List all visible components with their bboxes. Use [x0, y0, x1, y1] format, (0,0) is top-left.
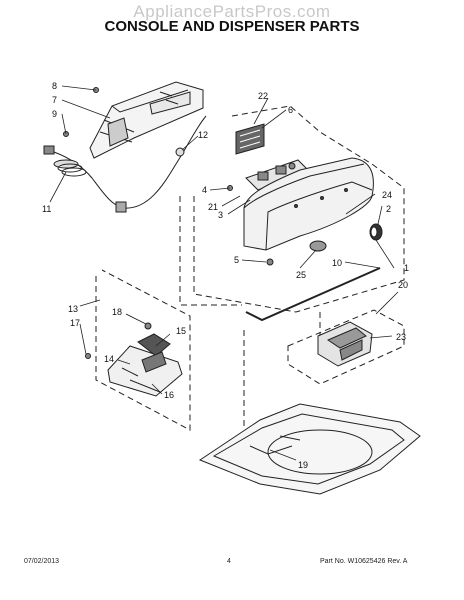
- callout-21: 21: [208, 202, 218, 212]
- watermark: AppliancePartsPros.com: [133, 2, 331, 21]
- console-housing: [243, 157, 374, 252]
- control-panel: [245, 159, 309, 191]
- callout-9: 9: [52, 109, 57, 119]
- callout-13: 13: [68, 304, 78, 314]
- footer-page-number: 4: [227, 558, 231, 565]
- callout-15: 15: [176, 326, 186, 336]
- footer-part-number: Part No. W10625426 Rev. A: [320, 558, 408, 565]
- callout-19: 19: [298, 460, 308, 470]
- leader-lines: [49, 85, 399, 461]
- washer-top: [198, 403, 421, 495]
- bracket-outline: [95, 269, 191, 431]
- callout-23: 23: [396, 332, 406, 342]
- console-end-cap: [369, 223, 383, 241]
- console-trim: [245, 267, 381, 322]
- callout-12: 12: [198, 130, 208, 140]
- rear-console-panel: [89, 81, 204, 159]
- callout-3: 3: [218, 210, 223, 220]
- page-title: CONSOLE AND DISPENSER PARTS: [104, 18, 360, 35]
- dispenser-assembly: [287, 309, 405, 385]
- callout-24: 24: [382, 190, 392, 200]
- footer-date: 07/02/2013: [24, 558, 60, 565]
- callout-11: 11: [42, 204, 51, 214]
- callout-6: 6: [288, 105, 293, 115]
- power-cord: [43, 115, 207, 213]
- callout-17: 17: [70, 318, 80, 328]
- callout-5: 5: [234, 255, 239, 265]
- callout-8: 8: [52, 81, 57, 91]
- callout-14: 14: [104, 354, 114, 364]
- callout-20: 20: [398, 280, 408, 290]
- callout-25: 25: [296, 270, 306, 280]
- callout-1: 1: [404, 263, 409, 273]
- callout-2: 2: [386, 204, 391, 214]
- console-assembly-outline: [179, 105, 405, 313]
- screws: [63, 87, 274, 359]
- lid-switch-assembly: [107, 333, 183, 397]
- callout-7: 7: [52, 95, 57, 105]
- callout-16: 16: [164, 390, 174, 400]
- callout-18: 18: [112, 307, 122, 317]
- control-board: [235, 123, 265, 155]
- callout-10: 10: [332, 258, 342, 268]
- callout-22: 22: [258, 91, 268, 101]
- callout-4: 4: [202, 185, 207, 195]
